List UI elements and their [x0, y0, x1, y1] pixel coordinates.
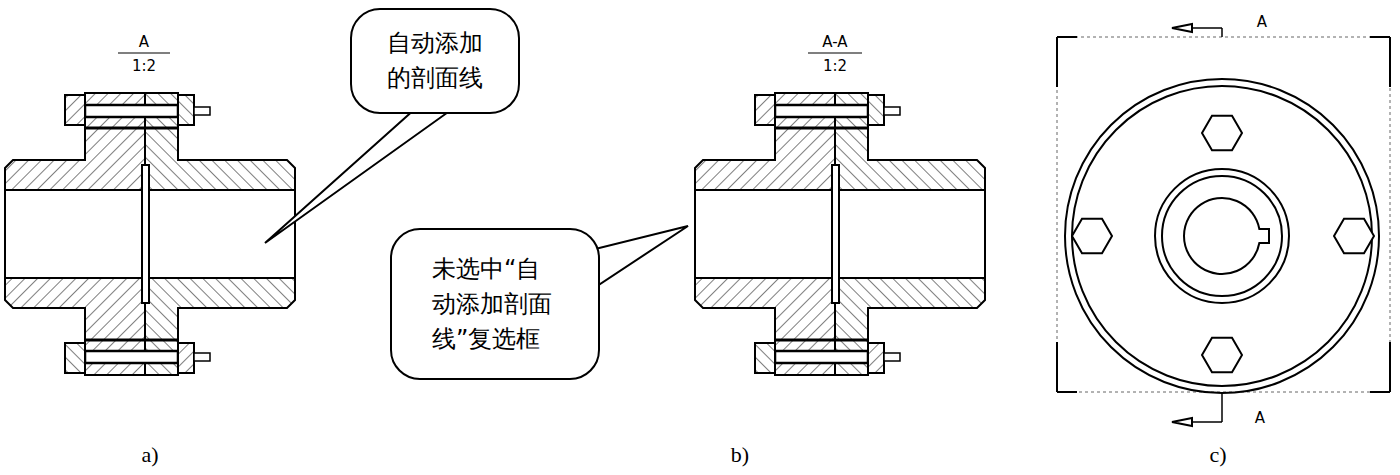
frame-corner: [1389, 342, 1391, 392]
view-label: 1:2: [132, 57, 156, 75]
circle-edge: [1162, 176, 1282, 296]
spigot-slot: [142, 165, 149, 303]
fraction-line: [118, 52, 170, 53]
bolt-nut: [868, 343, 884, 373]
bolt-tip: [194, 107, 210, 115]
bolt-shank: [85, 105, 178, 117]
circle-edge: [1065, 79, 1379, 393]
frame-corner: [1389, 37, 1391, 87]
fraction-line: [808, 52, 862, 53]
section-arrow: [1172, 24, 1192, 32]
callout-bubble: 未选中“自动添加剖面线”复选框: [390, 228, 600, 380]
keyway-bore: [1184, 198, 1269, 274]
flange-line: [775, 127, 868, 130]
flange-line: [85, 127, 178, 130]
bolt: [65, 340, 210, 373]
bolt-nut: [178, 95, 194, 125]
view-label: 1:2: [823, 57, 847, 75]
section-line: [1190, 421, 1222, 423]
callout-tail: [265, 95, 472, 243]
bolt-tip: [884, 107, 900, 115]
bolt-hex: [1202, 338, 1242, 373]
bolt-head: [65, 343, 85, 373]
bolt-shank: [775, 105, 868, 117]
view-frame: [1057, 37, 1390, 392]
bolt-head: [755, 343, 775, 373]
view-label: A: [139, 33, 149, 51]
view-label: A: [1255, 409, 1265, 427]
bolt: [65, 95, 210, 128]
flange-line: [775, 339, 868, 342]
bolt-nut: [868, 95, 884, 125]
bolt-hex: [1334, 219, 1374, 254]
callout-text: 未选中“自动添加剖面线”复选框: [432, 252, 558, 356]
bolt-tip: [884, 353, 900, 361]
bolt: [755, 95, 900, 128]
frame-corner: [1370, 36, 1390, 38]
circle-edge: [1155, 169, 1289, 303]
section-line: [1190, 27, 1222, 29]
callout-bubble: 自动添加的剖面线: [350, 8, 520, 114]
bolt-tip: [194, 353, 210, 361]
frame-corner: [1056, 342, 1058, 392]
subfigure-label: b): [731, 442, 749, 468]
view-label: A: [1257, 13, 1267, 31]
bolt-shank: [775, 351, 868, 363]
bolt-head: [65, 95, 85, 125]
bolt-hex: [1072, 219, 1112, 254]
subfigure-label: c): [1209, 442, 1226, 468]
bolt-hex: [1202, 116, 1242, 151]
flange-line: [85, 339, 178, 342]
section-arrow: [1172, 418, 1192, 426]
frame-corner: [1057, 36, 1077, 38]
section-line: [1221, 28, 1223, 37]
frame-corner: [1370, 391, 1390, 393]
section-line: [1221, 392, 1223, 422]
callout-text: 自动添加的剖面线: [387, 26, 483, 96]
bolt-nut: [178, 343, 194, 373]
bolt: [755, 340, 900, 373]
bolt-shank: [85, 351, 178, 363]
subfigure-label: a): [141, 442, 158, 468]
end-view: [1057, 24, 1390, 426]
coupling-section: [5, 93, 295, 375]
frame-corner: [1057, 391, 1077, 393]
circle-edge: [1072, 86, 1372, 386]
spigot-slot: [832, 165, 839, 303]
frame-corner: [1056, 37, 1058, 87]
view-label: A-A: [822, 33, 847, 51]
coupling-section: [695, 93, 985, 375]
bolt-head: [755, 95, 775, 125]
